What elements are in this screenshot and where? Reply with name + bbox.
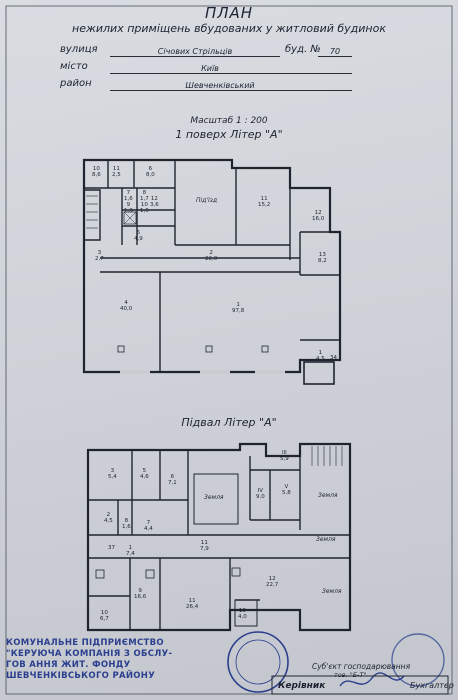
- neighbor-label: Під'їзд: [196, 197, 217, 204]
- basement-room-label: III 5,9: [280, 450, 289, 462]
- house-label: буд. №: [285, 44, 321, 55]
- floor1-room-label: 5 4,9: [134, 230, 143, 242]
- floor1-room-label: 8 1,7: [140, 190, 149, 202]
- stamp-line-2: "КЕРУЮЧА КОМПАНІЯ З ОБСЛУ-: [6, 649, 173, 659]
- manager-label: Керівник: [278, 681, 326, 691]
- floor1-title: 1 поверх Літер "А": [175, 128, 283, 141]
- city-label: місто: [60, 61, 88, 72]
- earth-label-4: Земля: [322, 588, 342, 595]
- stamp-line-3: ГОВ АННЯ ЖИТ. ФОНДУ: [6, 660, 131, 670]
- floor1-room-label: 7 1,6: [124, 190, 133, 202]
- earth-label-1: Земля: [204, 494, 224, 501]
- floor1-room-label: 10 1,6: [140, 202, 149, 214]
- document-subtitle: нежилих приміщень вбудованих у житловий …: [72, 22, 386, 35]
- earth-label-2: Земля: [318, 492, 338, 499]
- floor1-room-label: 1 4,5: [316, 350, 325, 362]
- floor1-room-label: 11 2,5: [112, 166, 121, 178]
- floor1-room-label: 6 8,0: [146, 166, 155, 178]
- basement-room-label: 5 4,6: [140, 468, 149, 480]
- basement-room-label: V 5,8: [282, 484, 291, 496]
- basement-room-label: 7 4,4: [144, 520, 153, 532]
- floor1-room-label: 2 22,0: [205, 250, 218, 262]
- subject-line-1: Суб'єкт господарювання: [312, 662, 411, 671]
- page-frame: [5, 5, 453, 695]
- basement-room-label: IV 9,0: [256, 488, 265, 500]
- basement-plan: [86, 442, 352, 632]
- floor1-room-label: 9 1,3: [124, 202, 133, 214]
- district-underline: [110, 90, 352, 91]
- basement-room-label: 37: [108, 545, 115, 551]
- floor1-room-label: 4 40,0: [120, 300, 133, 312]
- floor1-room-label: 13 8,2: [318, 252, 327, 264]
- floor1-plan: [82, 158, 342, 385]
- subject-line-2: тов. "Б-Т": [334, 671, 367, 679]
- company-stamp: КОМУНАЛЬНЕ ПІДПРИЄМСТВО "КЕРУЮЧА КОМПАНІ…: [6, 638, 236, 682]
- basement-room-label: 9 16,6: [134, 588, 147, 600]
- floor1-room-label: 1 97,8: [232, 302, 245, 314]
- basement-room-label: 13 4,0: [238, 608, 247, 620]
- basement-room-label: 8 1,6: [122, 518, 131, 530]
- accountant-label: Бухгалтер: [410, 681, 454, 690]
- house-underline: [318, 56, 352, 57]
- scale-label: Масштаб 1 : 200: [190, 116, 268, 126]
- basement-room-label: 2 4,5: [104, 512, 113, 524]
- street-underline: [110, 56, 280, 57]
- signature-scribble: [339, 672, 405, 687]
- basement-room-label: 1 7,4: [126, 545, 135, 557]
- floor1-room-label: 11 15,2: [258, 196, 271, 208]
- basement-room-label: 6 7,1: [168, 474, 177, 486]
- district-label: район: [60, 78, 92, 89]
- floor1-room-label: 34: [330, 355, 337, 361]
- basement-room-label: 11 26,4: [186, 598, 199, 610]
- basement-room-label: 11 7,9: [200, 540, 209, 552]
- street-value: Січових Стрільців: [157, 47, 233, 56]
- district-value: Шевченківський: [185, 81, 255, 90]
- floor1-room-label: 12 16,0: [312, 210, 325, 222]
- basement-room-label: 3 5,4: [108, 468, 117, 480]
- signature-box: [271, 675, 449, 695]
- floor1-room-label: 10 8,6: [92, 166, 101, 178]
- stamp-line-4: ШЕВЧЕНКІВСЬКОГО РАЙОНУ: [6, 671, 156, 681]
- earth-label-3: Земля: [316, 536, 336, 543]
- house-value: 70: [329, 47, 341, 56]
- basement-room-label: 10 6,7: [100, 610, 109, 622]
- stamp-line-1: КОМУНАЛЬНЕ ПІДПРИЄМСТВО: [6, 638, 164, 648]
- street-label: вулиця: [60, 44, 98, 55]
- floor1-room-label: 3 2,7: [95, 250, 104, 262]
- document-title: ПЛАН: [204, 4, 254, 22]
- city-value: Київ: [201, 64, 219, 73]
- floor1-room-label: 12 3,6: [150, 196, 159, 208]
- basement-title: Підвал Літер "А": [181, 416, 277, 429]
- round-seal: [227, 631, 445, 693]
- city-underline: [110, 73, 352, 74]
- basement-room-label: 12 22,7: [266, 576, 279, 588]
